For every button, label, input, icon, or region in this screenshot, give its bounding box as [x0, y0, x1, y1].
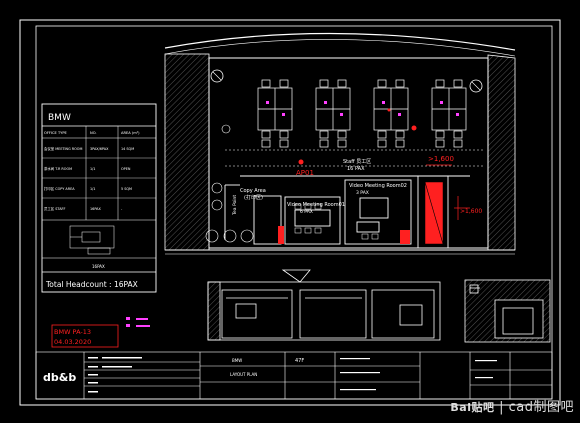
lower-floor-section	[207, 269, 551, 343]
workstation-clusters	[257, 79, 467, 148]
table-cell: 5 SQM	[121, 187, 132, 191]
table-footer-label: 16PAX	[92, 264, 105, 269]
table-header-area: AREA (m²)	[121, 131, 140, 135]
label-copy-area: Copy Area	[240, 188, 266, 194]
right-core	[487, 54, 516, 251]
table-cell: 3PAX/6PAX	[90, 147, 109, 151]
stamp-line-1: BMW PA-13	[54, 328, 91, 336]
table-cell: 1/1	[90, 167, 95, 171]
table-cell: 会议室 MEETING ROOM	[44, 146, 82, 151]
table-cell: 打印区 COPY AREA	[44, 186, 75, 191]
dimension-label-2: >1,600	[460, 208, 482, 215]
title-block	[35, 351, 553, 400]
title-block-sheet: LAYOUT PLAN	[230, 372, 257, 377]
table-cell: 16PAX	[90, 207, 101, 211]
table-cell: 14 SQM	[121, 147, 134, 151]
revision-stamp: BMW PA-13 04.03.2020	[51, 317, 150, 348]
label-video-meeting-1: Video Meeting Room01	[287, 202, 345, 208]
dimension-label-1: >1,600	[428, 155, 454, 163]
total-headcount: Total Headcount : 16PAX	[45, 280, 138, 289]
outer-border	[19, 19, 561, 406]
table-cell: 茶水间 T.R ROOM	[44, 166, 72, 171]
monitor-marks	[266, 101, 459, 116]
table-cell: 1/1	[90, 187, 95, 191]
table-cell: -	[121, 207, 123, 211]
title-block-project: BMW	[232, 358, 242, 363]
planters	[205, 124, 254, 243]
area-table: BMW OFFICE TYPE NO. AREA (m²) 会议室 MEETIN…	[41, 103, 157, 293]
access-point-marker	[298, 159, 304, 165]
column	[469, 79, 483, 93]
floor-plan: AP01 Staff 员工区 16 PAX Copy Area (打印区) Te…	[164, 32, 516, 255]
watermark-paw: 贴吧	[471, 401, 495, 414]
label-staff: Staff 员工区	[343, 159, 371, 165]
left-core	[164, 53, 210, 251]
table-title: BMW	[48, 113, 71, 123]
key-plan-thumbnail	[69, 225, 115, 255]
label-tea-point: Tea Point	[232, 195, 238, 216]
firm-logo: db&b	[43, 371, 76, 384]
table-header-type: OFFICE TYPE	[44, 131, 68, 135]
stamp-line-2: 04.03.2020	[54, 338, 91, 346]
lower-rooms	[224, 175, 470, 249]
label-ap01: AP01	[296, 169, 314, 177]
title-block-floor: 47F	[295, 358, 304, 364]
label-video-meeting-2: Video Meeting Room02	[349, 183, 407, 189]
label-video-meeting-2-pax: 3 PAX	[356, 190, 369, 196]
table-header-no: NO.	[90, 131, 97, 135]
access-point-marker	[411, 125, 417, 131]
label-staff-pax: 16 PAX	[347, 166, 365, 172]
table-cell: 员工区 STAFF	[44, 207, 65, 211]
label-video-meeting-1-pax: 6 PAX	[300, 209, 313, 215]
label-copy-area-cn: (打印区)	[244, 194, 263, 201]
table-cell: OPEN	[121, 167, 131, 171]
column	[210, 69, 224, 83]
watermark-brand: Bai	[450, 401, 472, 414]
watermark: Bai贴吧 | cad制图吧	[450, 396, 574, 415]
watermark-site: | cad制图吧	[499, 400, 574, 415]
